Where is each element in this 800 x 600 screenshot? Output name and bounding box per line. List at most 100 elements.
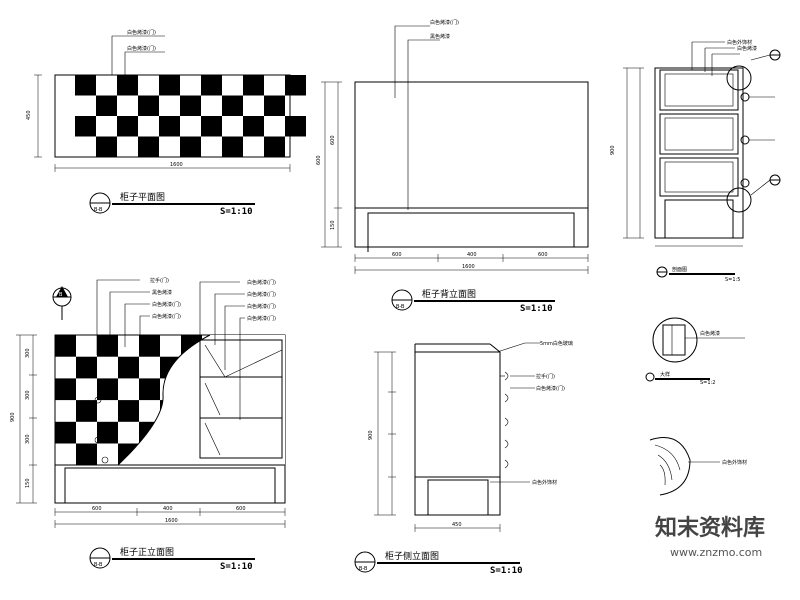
checker-tile [76, 400, 97, 422]
plan-tag: B-B [94, 207, 103, 213]
checker-tile [201, 75, 222, 96]
side-elevation-view: 900 450 5mm白色玻璃 拉手(门) 白色烤漆(门) 白色外饰材 B-B … [354, 340, 573, 576]
checker-tile [117, 75, 138, 96]
front-label-1: 拉手(门) [150, 277, 169, 284]
front-label-7: 白色烤漆(门) [247, 303, 276, 310]
back-lower-dim: 150 [330, 220, 336, 230]
checker-tile [264, 95, 285, 116]
checker-tile [222, 136, 243, 157]
checker-tile [55, 335, 76, 357]
checker-tile [138, 95, 159, 116]
front-label-8: 白色烤漆(门) [247, 315, 276, 322]
front-elevation-view: 600 400 600 1600 900 300 300 300 150 B 拉… [10, 277, 286, 572]
side-scale: S=1:10 [490, 566, 523, 576]
back-title: 柜子背立面图 [422, 288, 476, 300]
front-scale: S=1:10 [220, 562, 253, 572]
front-label-5: 白色烤漆(门) [247, 279, 276, 286]
side-label-3: 白色烤漆(门) [536, 385, 565, 392]
back-height-dim: 600 [316, 155, 322, 165]
front-dim-s3: 300 [25, 434, 31, 444]
checker-tile [264, 136, 285, 157]
plan-height-dim: 450 [26, 110, 32, 120]
side-title: 柜子侧立面图 [385, 550, 439, 562]
checker-tile [139, 378, 160, 401]
checker-tile [55, 421, 76, 444]
section-scale: S=1:5 [725, 277, 740, 283]
checker-tile [201, 116, 222, 137]
front-height-dim: 900 [10, 412, 16, 422]
section-label-1: 白色外饰材 [727, 39, 752, 46]
back-dim-b1: 600 [392, 252, 402, 258]
side-height-dim: 900 [368, 430, 374, 440]
back-elevation-view: 600 400 600 1600 600 600 150 白色烤漆(门) 黑色烤… [316, 19, 589, 314]
side-label-4: 白色外饰材 [532, 479, 557, 486]
back-dim-b3: 600 [538, 252, 548, 258]
front-label-6: 白色烤漆(门) [247, 291, 276, 298]
checker-tile [285, 75, 306, 96]
back-scale: S=1:10 [520, 304, 553, 314]
front-dim-b1: 600 [92, 506, 102, 512]
checker-tile [243, 75, 264, 96]
checker-tile [76, 443, 97, 466]
section-label-2: 白色烤漆 [737, 45, 757, 52]
checker-tile [96, 136, 117, 157]
detail-label-2: 白色外饰材 [722, 459, 747, 466]
plan-scale: S=1:10 [220, 207, 253, 217]
plan-label-2: 白色烤漆(门) [127, 45, 156, 52]
back-dim-b2: 400 [467, 252, 477, 258]
side-label-1: 5mm白色玻璃 [540, 340, 573, 347]
checker-tile [75, 75, 96, 96]
detail-label-1: 白色烤漆 [700, 330, 720, 337]
checker-tile [285, 116, 306, 137]
checker-tile [55, 378, 76, 401]
front-label-3: 白色烤漆(门) [152, 301, 181, 308]
front-tag: B-B [94, 562, 103, 568]
checker-tile [118, 356, 139, 379]
watermark-brand: 知末资料库 [655, 515, 765, 541]
plan-label-1: 白色烤漆(门) [127, 29, 156, 36]
back-upper-dim: 600 [330, 135, 336, 145]
front-dim-b3: 600 [236, 506, 246, 512]
checker-tile [75, 116, 96, 137]
front-dim-s1: 300 [25, 348, 31, 358]
detail-view: 白色烤漆 大样 S=1:2 白色外饰材 [645, 317, 747, 496]
section-height-dim: 900 [610, 145, 616, 155]
section-marker-letter: B [59, 292, 63, 298]
plan-width-dim: 1600 [170, 162, 183, 168]
checker-tile [118, 400, 139, 422]
back-label-1: 白色烤漆(门) [430, 19, 459, 26]
front-title: 柜子正立面图 [120, 546, 174, 558]
front-dim-b2: 400 [163, 506, 173, 512]
checker-tile [97, 335, 118, 357]
checker-tile [97, 378, 118, 401]
back-label-2: 黑色烤漆 [430, 33, 450, 40]
checker-tile [76, 356, 97, 379]
detail-title: 大样 [660, 371, 670, 378]
side-section-view: 900 白色外饰材 白色烤漆 剖面图 S=1:5 [610, 39, 781, 283]
watermark-url: www.znzmo.com [670, 546, 762, 559]
checker-tile [180, 136, 201, 157]
detail-scale: S=1:2 [700, 380, 715, 386]
section-outline [654, 67, 744, 239]
side-width-dim: 450 [452, 522, 462, 528]
checker-tile [138, 136, 159, 157]
front-dim-s4: 150 [25, 478, 31, 488]
checker-tile [159, 75, 180, 96]
section-title: 剖面图 [672, 266, 687, 273]
front-width-dim: 1600 [165, 518, 178, 524]
checker-tile [159, 116, 180, 137]
checker-tile [180, 95, 201, 116]
side-label-2: 拉手(门) [536, 373, 555, 380]
plan-title: 柜子平面图 [120, 191, 165, 203]
checker-tile [222, 95, 243, 116]
back-tag: B-B [396, 304, 405, 310]
front-label-4: 白色烤漆(门) [152, 313, 181, 320]
watermark: 知末资料库 www.znzmo.com [655, 515, 765, 559]
back-width-dim: 1600 [462, 264, 475, 270]
side-tag: B-B [359, 566, 368, 572]
front-label-2: 黑色烤漆 [152, 289, 172, 296]
front-dim-s2: 300 [25, 390, 31, 400]
checker-tile [139, 335, 160, 357]
plan-checker-pattern [75, 75, 306, 157]
